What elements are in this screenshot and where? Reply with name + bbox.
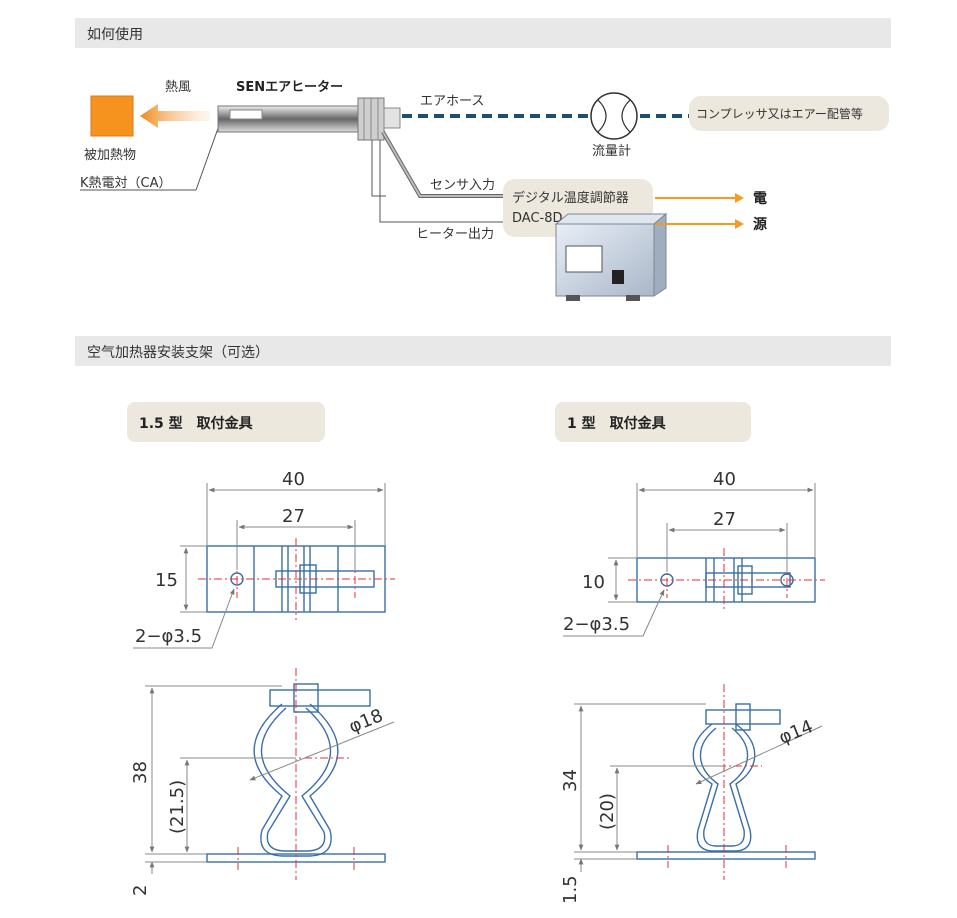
label-power-1: 電 bbox=[753, 190, 767, 207]
bracket-right-height: 10 bbox=[582, 572, 605, 593]
bracket-right-pitch: 27 bbox=[713, 509, 736, 530]
bracket-right-top-view bbox=[636, 557, 816, 603]
label-flowmeter: 流量計 bbox=[592, 143, 631, 159]
bracket-left-height: 15 bbox=[155, 570, 178, 591]
bracket-left-pitch: 27 bbox=[282, 506, 305, 527]
label-controller-name: デジタル温度調節器 bbox=[512, 190, 629, 206]
bracket-right-center-height: (20) bbox=[597, 793, 618, 830]
usage-diagram: 被加熱物 K熱電対（CA） 熱風 SENエアヒーター エアホース 流量計 コンプ… bbox=[80, 80, 889, 301]
label-thermocouple: K熱電対（CA） bbox=[80, 176, 172, 191]
bracket-right-title: 1 型 取付金具 bbox=[567, 416, 666, 432]
bracket-left-top-view bbox=[206, 545, 386, 613]
heated-object bbox=[90, 95, 134, 137]
label-hot-air: 熱風 bbox=[165, 80, 191, 95]
bracket-left-side-view bbox=[206, 683, 386, 863]
bracket-left-center-height: (21.5) bbox=[167, 780, 188, 834]
bracket-left-width: 40 bbox=[282, 469, 305, 490]
bracket-right-diameter: φ14 bbox=[776, 716, 816, 749]
label-heater-output: ヒーター出力 bbox=[416, 227, 494, 242]
bracket-left-title: 1.5 型 取付金具 bbox=[139, 416, 253, 432]
hot-air-arrow bbox=[140, 104, 210, 128]
label-power-2: 源 bbox=[753, 216, 767, 233]
bracket-left-title-box: 1.5 型 取付金具 bbox=[127, 402, 325, 442]
flowmeter-icon bbox=[590, 92, 638, 140]
bracket-right-width: 40 bbox=[713, 469, 736, 490]
bracket-right-thickness: 1.5 bbox=[560, 875, 581, 904]
compressor-box bbox=[689, 96, 889, 131]
bracket-right-side-view bbox=[636, 703, 816, 860]
bracket-left-diameter: φ18 bbox=[346, 705, 386, 738]
label-heater: SENエアヒーター bbox=[236, 80, 343, 95]
label-air-hose: エアホース bbox=[420, 94, 484, 109]
bracket-right-hole: 2−φ3.5 bbox=[563, 614, 630, 635]
bracket-right-total-height: 34 bbox=[560, 769, 581, 792]
bracket-left-total-height: 38 bbox=[130, 761, 151, 784]
label-compressor: コンプレッサ又はエアー配管等 bbox=[696, 106, 863, 121]
label-sensor-input: センサ入力 bbox=[430, 178, 495, 193]
bracket-left-thickness: 2 bbox=[130, 885, 151, 896]
label-target: 被加熱物 bbox=[84, 148, 136, 163]
section-title-usage: 如何使用 bbox=[87, 27, 143, 43]
label-controller-model: DAC-8D bbox=[512, 211, 563, 226]
section-header-usage: 如何使用 bbox=[75, 18, 891, 48]
section-title-bracket: 空气加热器安装支架（可选） bbox=[87, 345, 269, 361]
bracket-left-hole: 2−φ3.5 bbox=[135, 626, 202, 647]
bracket-right-title-box: 1 型 取付金具 bbox=[555, 402, 751, 442]
section-header-bracket: 空气加热器安装支架（可选） bbox=[75, 336, 891, 366]
